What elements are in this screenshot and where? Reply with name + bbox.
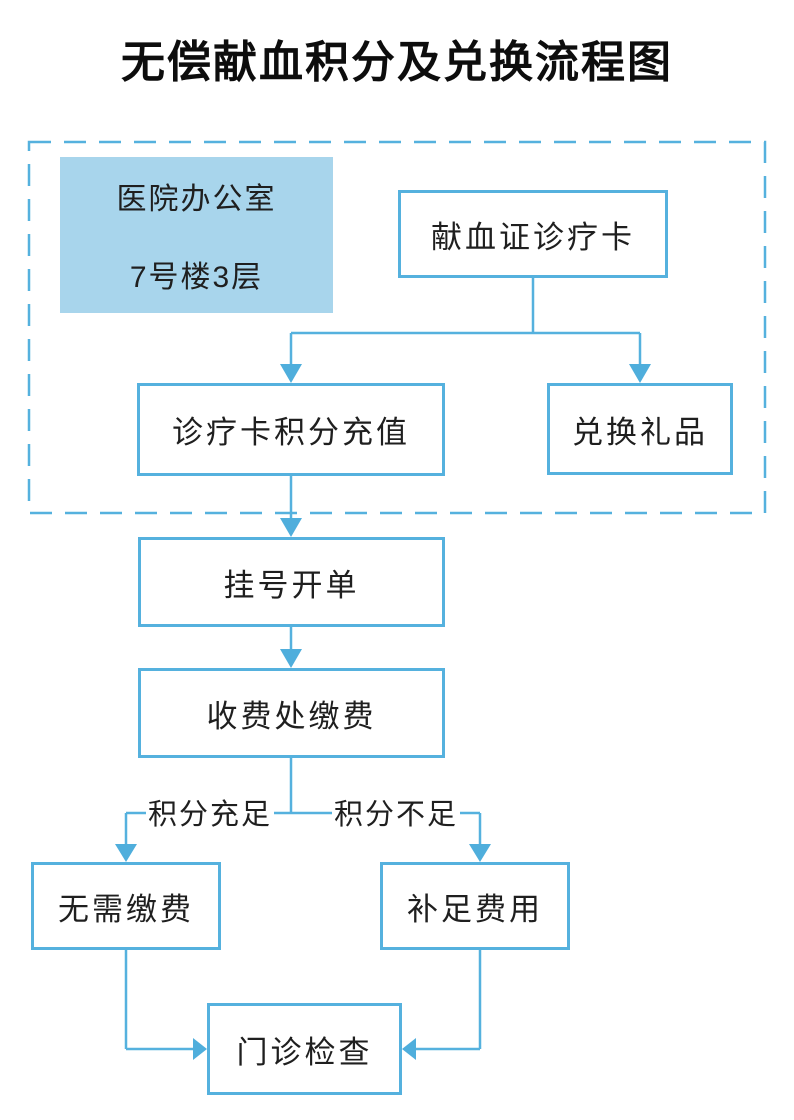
- arrowhead-right-icon: [193, 1038, 207, 1060]
- arrowhead-down-icon: [280, 518, 302, 537]
- node-hospital-office: 医院办公室 7号楼3层: [60, 157, 333, 313]
- node-outpatient-exam: 门诊检查: [207, 1003, 402, 1095]
- page-title: 无偿献血积分及兑换流程图: [121, 38, 673, 87]
- office-location-label: 7号楼3层: [129, 261, 264, 294]
- node-points-recharge: 诊疗卡积分充值: [137, 383, 445, 476]
- arrowhead-left-icon: [402, 1038, 416, 1060]
- arrowhead-down-icon: [629, 364, 651, 383]
- node-pay-at-cashier: 收费处缴费: [138, 668, 445, 758]
- node-make-up-fee: 补足费用: [380, 862, 570, 950]
- arrowhead-down-icon: [280, 649, 302, 668]
- node-donation-card: 献血证诊疗卡: [398, 190, 668, 278]
- branch-label-points-insufficient: 积分不足: [331, 791, 461, 833]
- arrowhead-down-icon: [115, 844, 137, 862]
- arrowhead-down-icon: [280, 364, 302, 383]
- arrowhead-down-icon: [469, 844, 491, 862]
- office-name-label: 医院办公室: [116, 183, 277, 216]
- branch-label-points-sufficient: 积分充足: [145, 791, 275, 833]
- node-no-payment-needed: 无需缴费: [31, 862, 221, 950]
- node-registration-order: 挂号开单: [138, 537, 445, 627]
- node-exchange-gift: 兑换礼品: [547, 383, 733, 475]
